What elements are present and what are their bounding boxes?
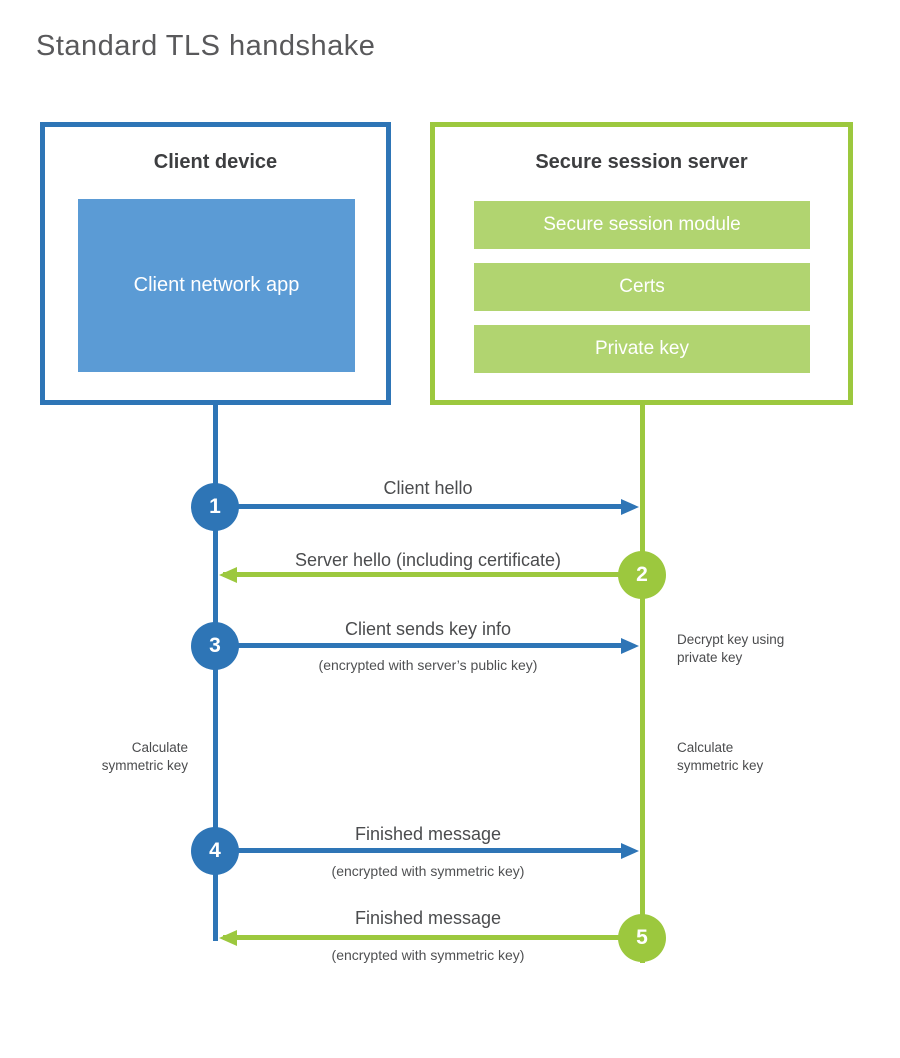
client-network-app-box: Client network app [78, 199, 355, 372]
step2-badge: 2 [618, 551, 666, 599]
step3-label: Client sends key info [344, 619, 512, 639]
server-module-secure-session: Secure session module [474, 201, 810, 249]
step1-arrowhead-icon [621, 499, 639, 515]
decrypt-key-note: Decrypt key using private key [677, 632, 785, 666]
step1-number: 1 [209, 495, 221, 518]
step1-badge: 1 [191, 483, 239, 531]
step5-number: 5 [636, 926, 648, 949]
step2-number: 2 [636, 563, 648, 586]
server-module-private-key: Private key [474, 325, 810, 373]
client-lifeline [213, 403, 218, 941]
step4-arrowhead-icon [621, 843, 639, 859]
step3-sublabel: (encrypted with server’s public key) [318, 657, 538, 673]
step3-number: 3 [209, 634, 221, 657]
client-device-title: Client device [153, 151, 278, 173]
step5-arrow-line [223, 935, 643, 940]
step1-label: Client hello [383, 478, 473, 498]
step5-label: Finished message [354, 908, 502, 928]
server-module-certs: Certs [474, 263, 810, 311]
step3-arrow-line [215, 643, 622, 648]
step2-arrowhead-icon [219, 567, 237, 583]
step1-arrow-line [215, 504, 622, 509]
server-lifeline [640, 403, 645, 963]
step3-badge: 3 [191, 622, 239, 670]
secure-session-server-title: Secure session server [535, 151, 748, 173]
step5-sublabel: (encrypted with symmetric key) [331, 947, 525, 963]
calculate-symmetric-key-note-server: Calculate symmetric key [677, 740, 764, 774]
step4-arrow-line [215, 848, 622, 853]
diagram-title: Standard TLS handshake [36, 30, 376, 62]
client-network-app-label: Client network app [133, 274, 300, 296]
calculate-symmetric-key-note-client: Calculate symmetric key [101, 740, 188, 774]
step2-arrow-line [223, 572, 643, 577]
client-device-box: Client device Client network app [40, 122, 391, 405]
step2-label: Server hello (including certificate) [294, 550, 562, 570]
step5-badge: 5 [618, 914, 666, 962]
secure-session-server-box: Secure session server Secure session mod… [430, 122, 853, 405]
step4-number: 4 [209, 839, 221, 862]
step5-arrowhead-icon [219, 930, 237, 946]
step4-badge: 4 [191, 827, 239, 875]
step4-sublabel: (encrypted with symmetric key) [331, 863, 525, 879]
step3-arrowhead-icon [621, 638, 639, 654]
step4-label: Finished message [354, 824, 502, 844]
